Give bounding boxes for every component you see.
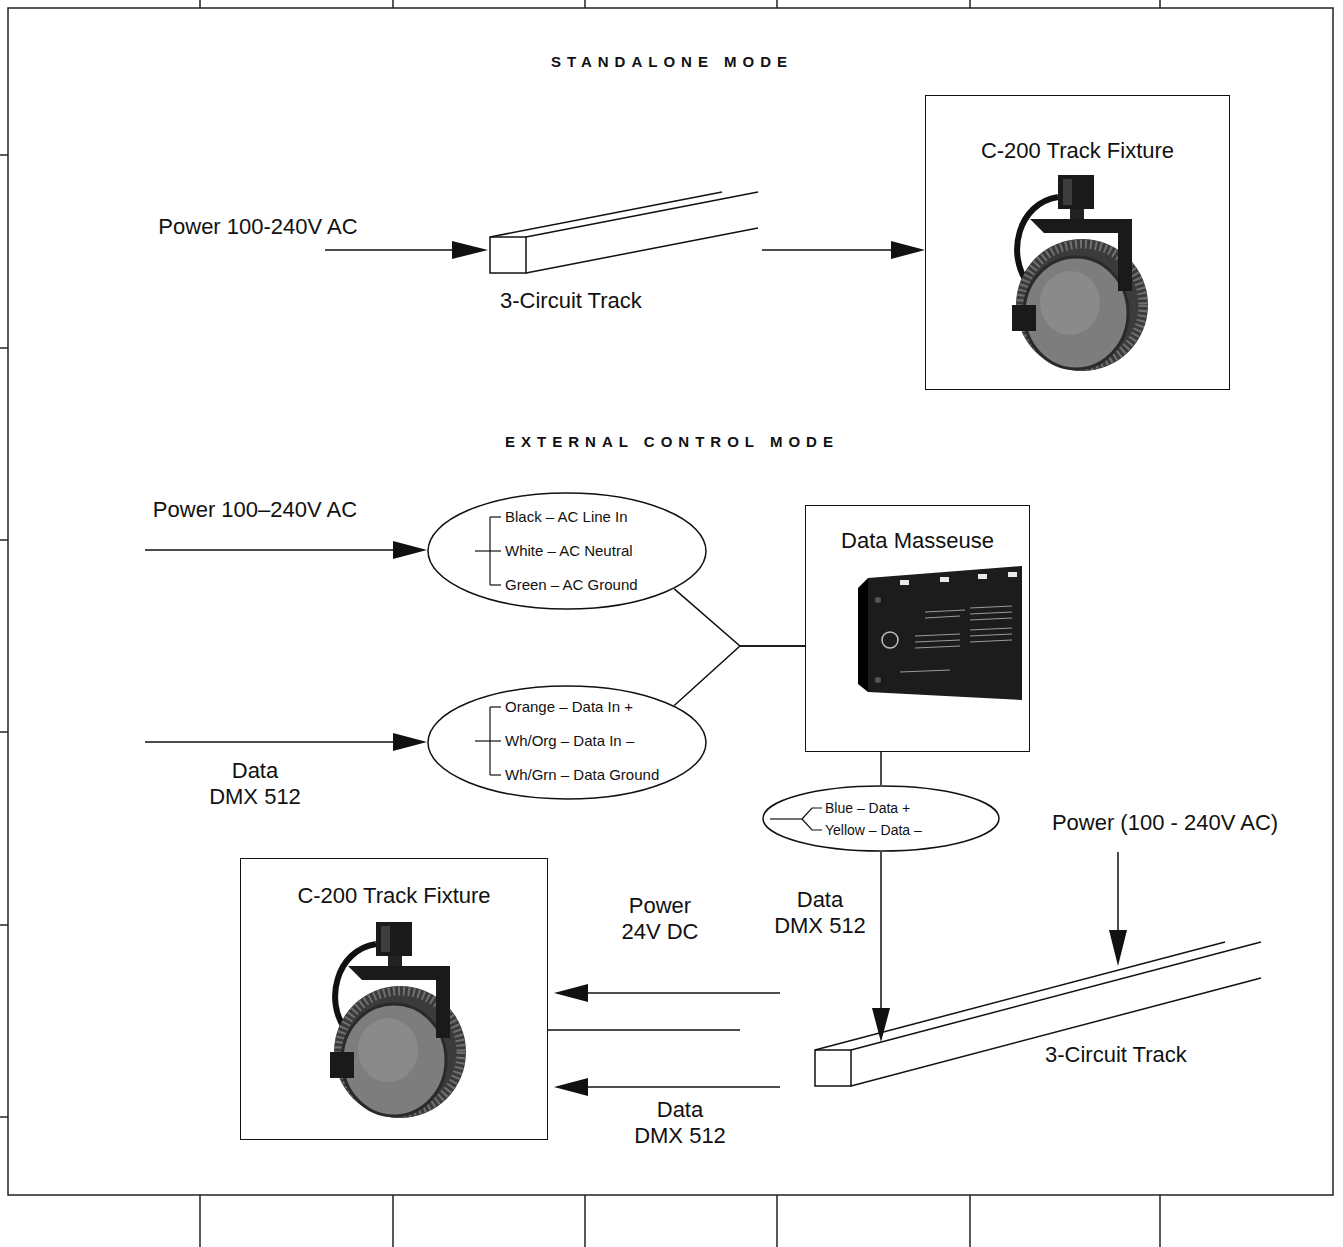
wire-label: Blue – Data + (825, 797, 910, 819)
ellipse-border (428, 493, 706, 609)
wire-branch (490, 774, 501, 775)
input-arrows (145, 241, 1127, 1030)
connector (762, 241, 925, 259)
track-edge (490, 192, 722, 237)
track-rail: 3-Circuit Track (480, 180, 762, 320)
connector (872, 852, 890, 1042)
ellipse-outline (762, 785, 1000, 852)
data-masseuse-illustration (858, 566, 1022, 700)
connector-line (762, 249, 891, 251)
wire-stem (770, 818, 802, 819)
wire-stem (475, 740, 490, 741)
signal-label: Power 100-240V AC (128, 214, 388, 240)
track-edge (851, 978, 1261, 1086)
track-label: 3-Circuit Track (1045, 1042, 1187, 1068)
fixture-illustration (1012, 175, 1148, 371)
track-rail: 3-Circuit Track (805, 930, 1265, 1095)
ellipse-border (763, 786, 999, 851)
wire-label: Black – AC Line In (505, 500, 628, 534)
wire-label: Yellow – Data – (825, 819, 922, 841)
wire-label: Green – AC Ground (505, 568, 638, 602)
track-end (490, 237, 526, 273)
track-edge (815, 942, 1225, 1050)
connector-label: Power 24V DC (617, 893, 703, 945)
connector-line (588, 992, 780, 994)
track-edge (526, 192, 758, 237)
wire-label: Wh/Org – Data In – (505, 724, 634, 758)
wire-ellipse: Blue – Data +Yellow – Data – (762, 785, 1000, 852)
wire-label: Orange – Data In + (505, 690, 633, 724)
fixture-illustration (330, 922, 466, 1118)
signal-label: Power 100–240V AC (125, 497, 385, 523)
wire-branch (490, 740, 501, 741)
wire-branch (490, 550, 501, 551)
track-label: 3-Circuit Track (500, 288, 642, 314)
ellipse-border (428, 686, 706, 799)
track-outline (805, 930, 1265, 1095)
connector (881, 752, 882, 785)
wire-branch (802, 808, 822, 819)
connector (554, 1078, 780, 1096)
wire-ellipse: Orange – Data In +Wh/Org – Data In –Wh/G… (427, 685, 707, 800)
device-box: Data Masseuse (805, 505, 1030, 752)
track-edge (526, 228, 758, 273)
wire-label: Wh/Grn – Data Ground (505, 758, 659, 792)
arrow-head (891, 241, 925, 259)
connector-label: Data DMX 512 (632, 1097, 729, 1149)
box-title: C-200 Track Fixture (297, 883, 490, 909)
arrow-head (554, 984, 588, 1002)
connector-line (674, 646, 805, 706)
section-heading: STANDALONE MODE (292, 52, 1052, 72)
wire-branch (490, 516, 501, 517)
arrow-head (872, 1008, 890, 1042)
connector-line (880, 852, 882, 1008)
wire-branch (490, 706, 501, 707)
wire-branch (802, 819, 822, 830)
connector-label: Data DMX 512 (772, 887, 869, 939)
wire-stem (475, 550, 490, 551)
signal-label: Data DMX 512 (207, 758, 304, 810)
box-title: Data Masseuse (841, 528, 994, 554)
signal-label: Power (100 - 240V AC) (1035, 810, 1295, 836)
wire-label: White – AC Neutral (505, 534, 633, 568)
wire-ellipse: Black – AC Line InWhite – AC NeutralGree… (427, 492, 707, 610)
connector-line (674, 589, 805, 646)
connector (674, 646, 805, 706)
arrow-head (554, 1078, 588, 1096)
connector (554, 984, 780, 1002)
connector (674, 589, 805, 646)
connector-line (588, 1086, 780, 1088)
wire-branch (490, 584, 501, 585)
fixture-box: C-200 Track Fixture (925, 95, 1230, 390)
track-edge (851, 942, 1261, 1050)
connector-line (880, 752, 882, 785)
section-heading: EXTERNAL CONTROL MODE (292, 432, 1052, 452)
track-end (815, 1050, 851, 1086)
box-title: C-200 Track Fixture (981, 138, 1174, 164)
fixture-box: C-200 Track Fixture (240, 858, 548, 1140)
